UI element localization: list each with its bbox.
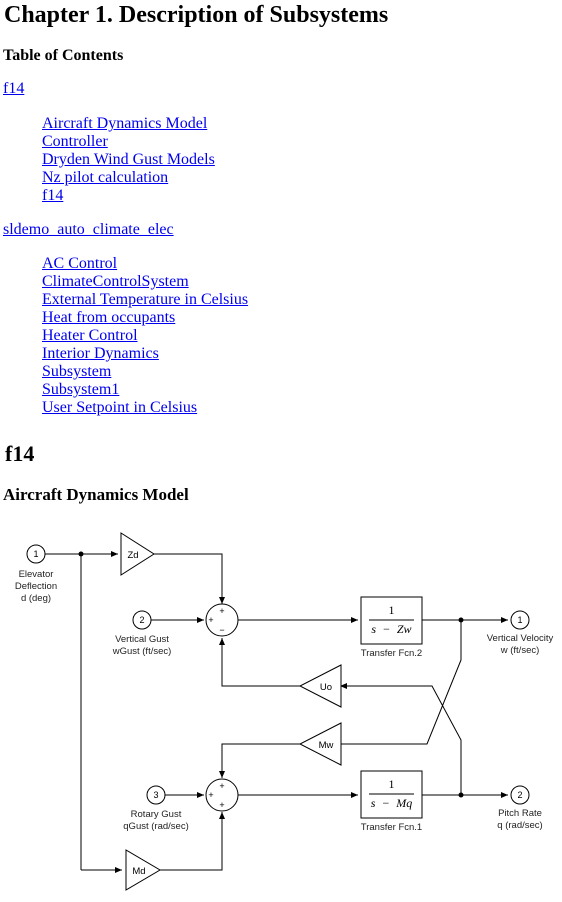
inport-2-label: wGust (ft/sec) bbox=[112, 646, 172, 657]
sum-bottom-sign: + bbox=[208, 790, 213, 800]
gain-mw-label: Mw bbox=[319, 740, 334, 751]
subsection-title: Aircraft Dynamics Model bbox=[3, 485, 189, 504]
outport-1-number: 1 bbox=[517, 615, 522, 625]
transfer-fcn-2[interactable]: 1 s − Zw Transfer Fcn.2 bbox=[360, 596, 423, 659]
toc-link-f14[interactable]: f14 bbox=[3, 80, 25, 97]
outport-2-label: q (rad/sec) bbox=[497, 820, 542, 831]
toc-link-heater-control[interactable]: Heater Control bbox=[42, 327, 138, 344]
inport-1-label: Deflection bbox=[15, 581, 57, 592]
block-diagram: 1 Elevator Deflection d (deg) 2 Vertical… bbox=[15, 532, 554, 891]
outport-1-label: w (ft/sec) bbox=[500, 645, 540, 656]
toc-link-subsystem[interactable]: Subsystem bbox=[42, 363, 112, 380]
inport-1-label: d (deg) bbox=[21, 593, 51, 604]
inport-2[interactable]: 2 Vertical Gust wGust (ft/sec) bbox=[112, 610, 172, 657]
sum-top-sign: + bbox=[208, 615, 213, 625]
gain-mw[interactable]: Mw bbox=[298, 722, 342, 766]
sum-top-sign: + bbox=[219, 606, 224, 616]
transfer-fcn-1-denominator: s − Mq bbox=[371, 794, 412, 811]
section-title: f14 bbox=[5, 441, 35, 466]
inport-2-number: 2 bbox=[139, 615, 144, 625]
toc-link-dryden-wind-gust-models[interactable]: Dryden Wind Gust Models bbox=[42, 151, 215, 168]
transfer-fcn-1-numerator: 1 bbox=[389, 777, 395, 791]
toc-link-climate-control-system[interactable]: ClimateControlSystem bbox=[42, 273, 189, 290]
inport-2-label: Vertical Gust bbox=[115, 634, 169, 645]
inport-1-number: 1 bbox=[33, 549, 38, 559]
gain-md[interactable]: Md bbox=[125, 849, 161, 891]
chapter-title: Chapter 1. Description of Subsystems bbox=[4, 2, 389, 28]
inport-3-label: Rotary Gust bbox=[131, 809, 182, 820]
inport-1-label: Elevator bbox=[19, 569, 54, 580]
inport-3-number: 3 bbox=[153, 790, 158, 800]
toc-link-subsystem1[interactable]: Subsystem1 bbox=[42, 381, 120, 398]
junction-dot bbox=[458, 617, 464, 623]
outport-2-number: 2 bbox=[517, 790, 522, 800]
toc-link-interior-dynamics[interactable]: Interior Dynamics bbox=[42, 345, 159, 362]
inport-3[interactable]: 3 Rotary Gust qGust (rad/sec) bbox=[123, 785, 189, 832]
gain-uo-label: Uo bbox=[320, 682, 332, 693]
outport-1-label: Vertical Velocity bbox=[487, 633, 554, 644]
toc-link-aircraft-dynamics-model[interactable]: Aircraft Dynamics Model bbox=[42, 115, 208, 132]
inport-1[interactable]: 1 Elevator Deflection d (deg) bbox=[15, 544, 57, 604]
transfer-fcn-2-label: Transfer Fcn.2 bbox=[361, 648, 422, 659]
sum-block-top[interactable]: + + − bbox=[205, 603, 239, 637]
toc-link-controller[interactable]: Controller bbox=[42, 133, 108, 150]
outport-1[interactable]: 1 Vertical Velocity w (ft/sec) bbox=[487, 610, 554, 656]
sum-block-bottom[interactable]: + + + bbox=[205, 778, 239, 812]
toc-link-nz-pilot-calculation[interactable]: Nz pilot calculation bbox=[42, 169, 169, 186]
signal-lines bbox=[45, 551, 508, 873]
transfer-fcn-1[interactable]: 1 s − Mq Transfer Fcn.1 bbox=[360, 770, 423, 833]
gain-uo[interactable]: Uo bbox=[298, 664, 342, 708]
transfer-fcn-2-numerator: 1 bbox=[389, 603, 395, 617]
gain-zd-label: Zd bbox=[127, 550, 138, 561]
toc-link-ac-control[interactable]: AC Control bbox=[42, 255, 118, 272]
junction-dot bbox=[78, 551, 84, 557]
toc-heading: Table of Contents bbox=[3, 47, 124, 64]
transfer-fcn-2-denominator: s − Zw bbox=[371, 620, 411, 637]
toc-link-f14-sub[interactable]: f14 bbox=[42, 187, 64, 204]
gain-md-label: Md bbox=[132, 866, 145, 877]
toc-link-user-setpoint[interactable]: User Setpoint in Celsius bbox=[42, 399, 198, 416]
outport-2-label: Pitch Rate bbox=[498, 808, 542, 819]
sum-top-sign: − bbox=[219, 625, 224, 635]
gain-zd[interactable]: Zd bbox=[120, 532, 155, 576]
transfer-fcn-1-label: Transfer Fcn.1 bbox=[361, 822, 422, 833]
sum-bottom-sign: + bbox=[219, 800, 224, 810]
toc-link-heat-from-occupants[interactable]: Heat from occupants bbox=[42, 309, 176, 326]
toc-link-sldemo-auto-climate-elec[interactable]: sldemo_auto_climate_elec bbox=[3, 221, 174, 238]
toc-link-external-temperature[interactable]: External Temperature in Celsius bbox=[42, 291, 249, 308]
junction-dot bbox=[458, 792, 464, 798]
outport-2[interactable]: 2 Pitch Rate q (rad/sec) bbox=[497, 785, 543, 831]
sum-bottom-sign: + bbox=[219, 781, 224, 791]
inport-3-label: qGust (rad/sec) bbox=[123, 821, 188, 832]
